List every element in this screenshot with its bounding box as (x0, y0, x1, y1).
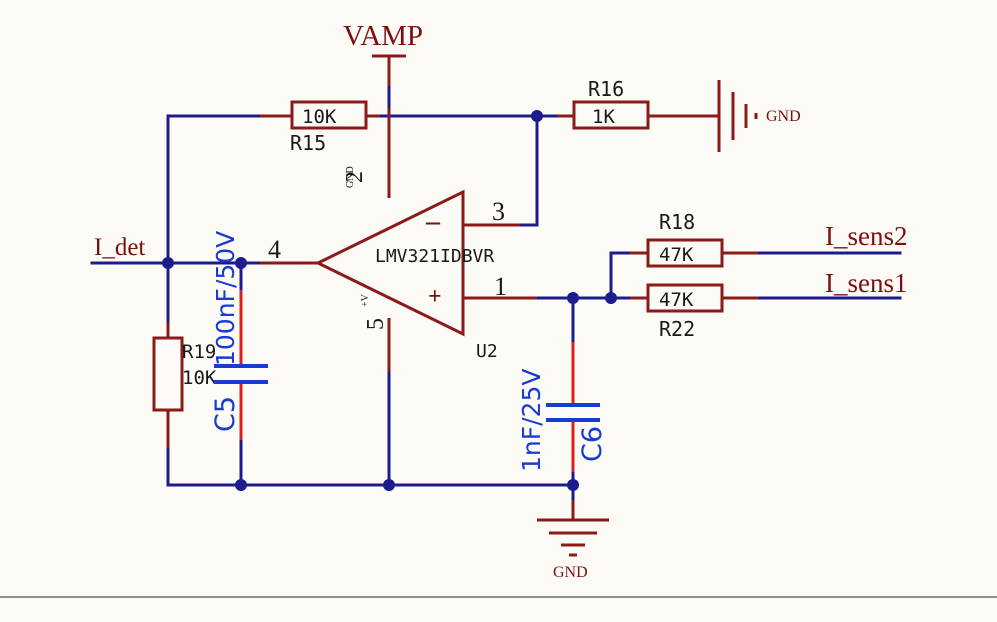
resistor-r22[interactable]: 47K R22 (630, 283, 758, 341)
ground-symbol-right[interactable]: GND (682, 80, 801, 152)
junction-dot (567, 292, 579, 304)
junction-dot (235, 479, 247, 491)
opamp-pin-4: 4 (268, 235, 281, 264)
r19-value: 10K (182, 367, 217, 389)
net-label-i-det[interactable]: I_det (94, 234, 145, 261)
junction-dot (531, 110, 543, 122)
opamp-u2[interactable]: – + LMV321IDBVR U2 3 1 4 2 GND 5 +V (260, 108, 537, 372)
opamp-minus-sign: – (425, 206, 441, 237)
wire-r15-left (166, 114, 262, 265)
r19-ref: R19 (182, 341, 216, 363)
opamp-part: LMV321IDBVR (375, 246, 494, 267)
r22-ref: R22 (659, 317, 695, 341)
vamp-power-port[interactable]: VAMP (343, 20, 423, 86)
opamp-ref: U2 (476, 341, 498, 362)
c6-ref: C6 (577, 426, 608, 462)
c6-value: 1nF/25V (517, 369, 546, 472)
resistor-r16[interactable]: 1K R16 (557, 77, 684, 130)
c5-ref: C5 (210, 396, 241, 432)
opamp-plus-sign: + (428, 284, 442, 310)
opamp-pin-5-name: +V (360, 293, 371, 307)
r16-value: 1K (592, 106, 615, 128)
opamp-pin-5: 5 (363, 318, 389, 330)
junction-dot (162, 257, 174, 269)
vamp-label: VAMP (343, 20, 423, 52)
capacitor-c5[interactable]: C5 100nF/50V (210, 231, 268, 440)
opamp-pin-2-name: GND (345, 166, 356, 188)
ground-symbol-bottom[interactable]: GND (537, 500, 609, 581)
r18-value: 47K (659, 244, 694, 266)
resistor-r19[interactable]: R19 10K (152, 322, 217, 448)
net-label-i-sens1[interactable]: I_sens1 (825, 268, 908, 298)
junction-dot (235, 257, 247, 269)
wire-r18 (609, 251, 650, 300)
net-label-i-sens2[interactable]: I_sens2 (825, 221, 908, 251)
r18-ref: R18 (659, 210, 695, 234)
junctions (162, 110, 617, 491)
r15-value: 10K (302, 106, 337, 128)
opamp-pin-2: 2 (342, 171, 368, 183)
gnd-right-label: GND (766, 108, 801, 125)
resistor-r18[interactable]: 47K R18 (630, 210, 758, 268)
junction-dot (605, 292, 617, 304)
resistor-r15[interactable]: 10K R15 (260, 100, 380, 155)
junction-dot (567, 479, 579, 491)
capacitor-c6[interactable]: C6 1nF/25V (517, 342, 608, 472)
opamp-pin-1: 1 (494, 272, 507, 301)
r16-ref: R16 (588, 77, 624, 101)
r22-value: 47K (659, 289, 694, 311)
opamp-pin-3: 3 (492, 197, 505, 226)
c5-value: 100nF/50V (211, 231, 240, 366)
junction-dot (383, 479, 395, 491)
r15-ref: R15 (290, 131, 326, 155)
gnd-bottom-label: GND (553, 564, 588, 581)
